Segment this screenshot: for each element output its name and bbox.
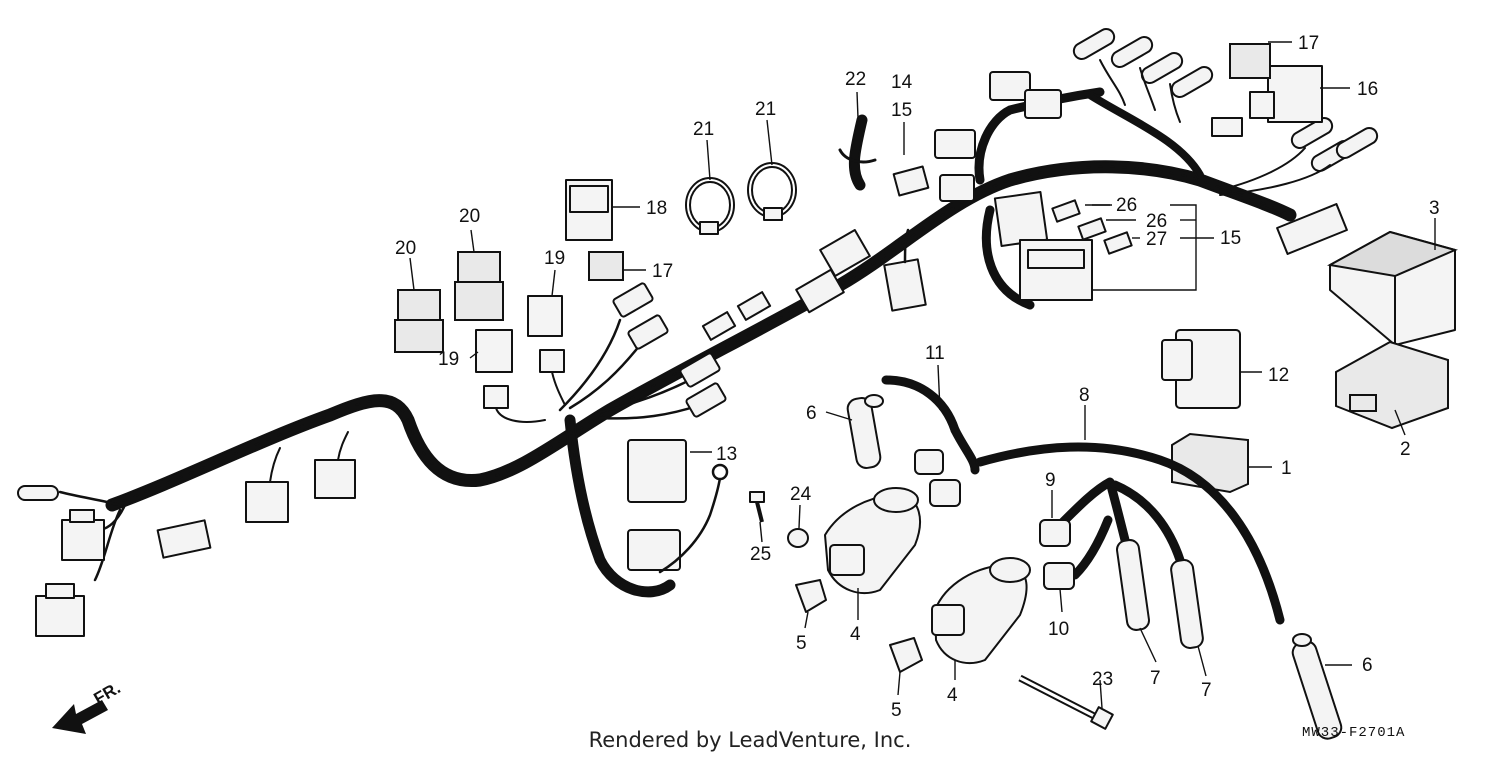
callout-26-upper: 26 [1116, 195, 1137, 216]
nut-24 [787, 528, 809, 548]
ignition-coil-lower [931, 557, 1031, 665]
harness-connector [35, 583, 85, 637]
plug-cap-6-lower [1291, 633, 1343, 740]
callout-21-left: 21 [693, 119, 714, 140]
relay-16 [1211, 65, 1323, 137]
callout-27: 27 [1146, 229, 1167, 250]
callout-23: 23 [1092, 669, 1113, 690]
callout-20-left: 20 [395, 238, 416, 259]
callout-21-right: 21 [755, 99, 776, 120]
callout-6-lower: 6 [1362, 655, 1373, 676]
main-wire-harness [17, 28, 1379, 637]
callout-20-upper: 20 [459, 206, 480, 227]
harness-connector [61, 509, 105, 561]
bolt-23 [1018, 674, 1114, 730]
callout-16: 16 [1357, 79, 1378, 100]
credit-text: Rendered by LeadVenture, Inc. [588, 728, 912, 752]
cap-9 [1039, 519, 1071, 547]
front-direction-arrow: FR. [52, 678, 124, 734]
callout-18: 18 [646, 198, 667, 219]
relay-14 [892, 165, 930, 197]
callout-9: 9 [1045, 470, 1056, 491]
callout-2: 2 [1400, 439, 1411, 460]
harness-connector [314, 431, 356, 499]
fuse-box [981, 191, 1093, 310]
callout-17-upper: 17 [1298, 33, 1319, 54]
leader-lines [409, 41, 1436, 709]
bullet-connector [17, 485, 59, 501]
fuse-27 [1103, 231, 1133, 255]
cap-9-upper-left [914, 449, 944, 475]
unit-18 [565, 179, 613, 241]
callout-labels: 1 2 3 4 4 5 5 6 6 7 7 8 9 10 11 12 13 14… [395, 33, 1440, 721]
callout-4-lower: 4 [947, 685, 958, 706]
callout-19-lower: 19 [438, 349, 459, 370]
harness-connector [245, 447, 289, 523]
relay-19-lower [475, 329, 513, 409]
callout-10: 10 [1048, 619, 1069, 640]
callout-4-upper: 4 [850, 624, 861, 645]
callout-26-lower: 26 [1146, 211, 1167, 232]
callout-3: 3 [1429, 198, 1440, 219]
ignition-coil-upper [824, 487, 921, 595]
relay-13 [627, 439, 729, 574]
relay-19-upper [527, 295, 565, 373]
plug-cap-7-right [1170, 559, 1204, 649]
callout-6-upper: 6 [806, 403, 817, 424]
cap-9-upper-right [929, 479, 961, 507]
band-22 [838, 114, 877, 191]
callout-15-right: 15 [1220, 228, 1241, 249]
callout-5-lower: 5 [891, 700, 902, 721]
harness-connector [156, 519, 212, 559]
clamp-band-21-right [747, 162, 797, 221]
callout-24: 24 [790, 484, 812, 505]
callout-15-upper: 15 [891, 100, 912, 121]
callout-22: 22 [845, 69, 866, 90]
callout-13: 13 [716, 444, 737, 465]
connector-17-left [588, 251, 624, 281]
callout-19-upper: 19 [544, 248, 565, 269]
relay-20-lower [394, 289, 444, 353]
callout-1: 1 [1281, 458, 1292, 479]
rubber-cover-2 [1335, 340, 1449, 430]
diagram-code: MW33-F2701A [1302, 725, 1405, 741]
fuse-26 [1077, 217, 1107, 241]
bolt-25 [749, 491, 765, 523]
callout-7-left: 7 [1150, 668, 1161, 689]
clamp-band-21-left [685, 177, 735, 235]
callout-12: 12 [1268, 365, 1289, 386]
relay-20-upper [454, 251, 504, 321]
callout-5-upper: 5 [796, 633, 807, 654]
bracket-5-upper [795, 579, 827, 613]
callout-8: 8 [1079, 385, 1090, 406]
harness-connector [883, 129, 976, 312]
callout-11: 11 [925, 343, 945, 364]
unit-12 [1161, 329, 1241, 409]
callout-17-left: 17 [652, 261, 673, 282]
callout-14: 14 [891, 72, 913, 93]
plug-cap-6-upper [846, 394, 884, 469]
bracket-5-lower [889, 637, 923, 673]
cap-10 [1043, 562, 1075, 590]
callout-7-right: 7 [1201, 680, 1212, 701]
callout-25: 25 [750, 544, 771, 565]
fuse-26 [1051, 199, 1081, 223]
connector-17-right [1229, 43, 1271, 79]
control-unit-3 [1327, 230, 1458, 346]
plug-cap-7-left [1116, 539, 1150, 631]
rubber-mount-1 [1171, 432, 1249, 494]
